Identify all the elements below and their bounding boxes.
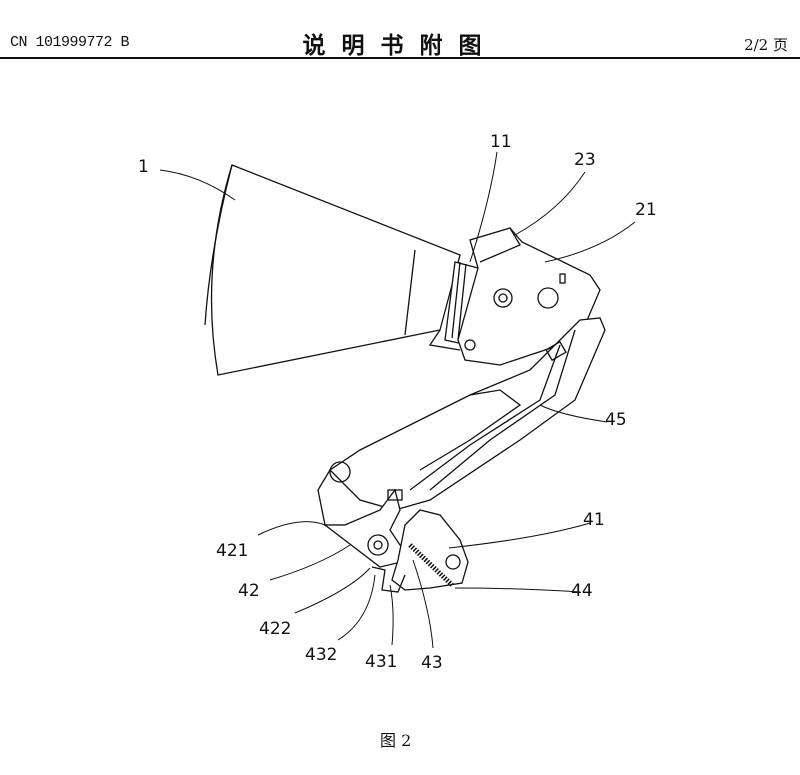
label-43: 43 <box>421 653 443 673</box>
arm-45 <box>317 317 606 526</box>
label-432: 432 <box>305 645 338 665</box>
label-23: 23 <box>574 150 596 170</box>
figure-caption: 图 2 <box>380 731 412 750</box>
label-41: 41 <box>583 510 605 530</box>
page-title: 说明书附图 <box>302 33 498 59</box>
label-45: 45 <box>605 410 627 430</box>
label-1: 1 <box>138 157 149 177</box>
label-21: 21 <box>635 200 657 220</box>
plate-21 <box>457 227 601 366</box>
label-11: 11 <box>490 132 512 152</box>
patent-number: CN 101999772 B <box>10 34 130 51</box>
label-422: 422 <box>259 619 292 639</box>
label-42: 42 <box>238 581 260 601</box>
leader-lines <box>159 151 636 649</box>
label-421: 421 <box>216 541 249 561</box>
label-44: 44 <box>571 581 593 601</box>
funnel-part-1 <box>204 164 461 376</box>
page-number: 2/2 页 <box>744 36 788 54</box>
label-431: 431 <box>365 652 398 672</box>
latch-mechanism <box>323 488 469 593</box>
header-rule <box>0 57 800 59</box>
